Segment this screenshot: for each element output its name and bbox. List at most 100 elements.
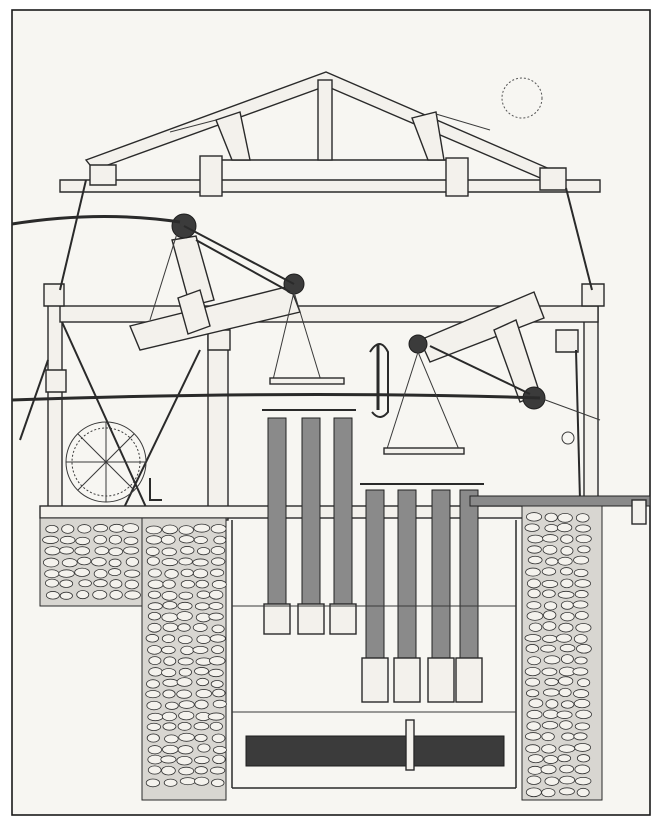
cobble-stone: [145, 535, 163, 545]
cobble-stone: [147, 765, 162, 775]
cobble-stone: [542, 634, 558, 643]
cobble-stone: [574, 743, 591, 752]
cobble-stone: [540, 644, 556, 653]
cobble-stone: [180, 546, 195, 555]
cobble-stone: [77, 556, 92, 566]
cobble-stone: [61, 524, 75, 534]
cobble-stone: [542, 688, 560, 697]
cobble-stone: [177, 721, 192, 731]
cobble-stone: [527, 545, 542, 554]
cobble-stone: [544, 524, 559, 533]
cobble-stone: [575, 623, 592, 633]
cobble-stone: [145, 525, 163, 535]
cobble-stone: [211, 645, 224, 654]
stone-texture: [42, 512, 592, 798]
cobble-stone: [161, 765, 176, 776]
cobble-stone: [542, 709, 559, 719]
cobble-stone: [574, 722, 590, 731]
cobble-stone: [560, 700, 575, 709]
cobble-stone: [208, 668, 224, 678]
cobble-stone: [525, 567, 541, 577]
left-rocking-beam: [129, 213, 305, 351]
cobble-stone: [526, 721, 541, 731]
cobble-stone: [161, 634, 176, 643]
cobble-stone: [178, 710, 195, 721]
cylinder-2: [297, 417, 325, 635]
cobble-stone: [577, 545, 591, 554]
cobble-stone: [544, 776, 560, 786]
cobble-stone: [122, 523, 139, 533]
cobble-stone: [560, 654, 574, 664]
cylinder-3: [329, 417, 357, 635]
cobble-stone: [557, 512, 573, 523]
cobble-stone: [178, 732, 195, 742]
cobble-stone: [162, 722, 177, 731]
cylinder-5: [393, 489, 421, 703]
drive-rope: [11, 214, 601, 421]
cobble-stone: [210, 766, 226, 775]
cobble-stone: [180, 579, 195, 589]
cobble-stone: [210, 568, 225, 577]
cobble-stone: [542, 621, 557, 631]
cobble-stone: [209, 721, 223, 731]
cobble-stone: [180, 645, 194, 656]
cobble-stone: [163, 656, 177, 666]
cobble-stone: [543, 755, 559, 764]
cobble-stone: [177, 745, 194, 755]
cobble-stone: [572, 600, 589, 609]
cobble-stone: [109, 579, 123, 589]
cobble-stone: [194, 756, 210, 765]
cobble-stone: [560, 534, 574, 544]
cobble-stone: [207, 712, 225, 721]
cobble-stone: [525, 787, 542, 798]
cobble-stone: [574, 656, 588, 665]
cobble-stone: [527, 588, 541, 599]
cobble-stone: [526, 578, 541, 589]
cobble-stone: [59, 579, 74, 588]
cobble-stone: [193, 523, 211, 533]
cobble-stone: [194, 733, 208, 742]
cobble-stone: [526, 709, 543, 720]
cobble-stone: [145, 690, 161, 699]
cobble-stone: [573, 698, 591, 709]
cobble-stone: [77, 524, 92, 534]
cobble-stone: [124, 590, 141, 600]
cobble-stone: [560, 611, 575, 622]
cobble-stone: [527, 555, 543, 565]
cobble-stone: [576, 754, 591, 763]
cobble-stone: [196, 634, 211, 644]
cobble-stone: [543, 601, 558, 611]
cobble-stone: [162, 744, 179, 755]
cobble-stone: [212, 688, 226, 698]
cobble-stone: [525, 744, 541, 754]
cobble-stone: [42, 535, 59, 544]
cobble-stone: [178, 557, 193, 566]
cobble-stone: [558, 744, 576, 753]
cobble-stone: [559, 764, 575, 774]
cobble-stone: [557, 754, 572, 763]
cobble-stone: [195, 612, 211, 623]
cobble-stone: [123, 536, 139, 545]
cobble-stone: [560, 546, 574, 556]
cobble-stone: [108, 558, 122, 568]
cobble-stone: [541, 721, 559, 730]
cobble-stone: [178, 535, 195, 544]
cobble-stone: [164, 569, 179, 579]
cobble-stone: [178, 525, 194, 535]
discharge-pipe: [469, 495, 651, 525]
cobble-stone: [194, 602, 210, 611]
cobble-stone: [556, 633, 572, 643]
cobble-stone: [93, 569, 108, 579]
cobble-stone: [44, 569, 60, 579]
cobble-stone: [146, 700, 162, 711]
cobble-stone: [147, 611, 162, 621]
cobble-stone: [524, 666, 541, 677]
cobble-stone: [211, 733, 226, 743]
cobble-stone: [573, 555, 590, 565]
cobble-stone: [577, 678, 591, 687]
cobble-stone: [162, 601, 178, 610]
cobble-stone: [94, 546, 110, 556]
cobble-stone: [575, 534, 592, 544]
cobble-stone: [45, 591, 60, 600]
cobble-stone: [192, 623, 208, 632]
